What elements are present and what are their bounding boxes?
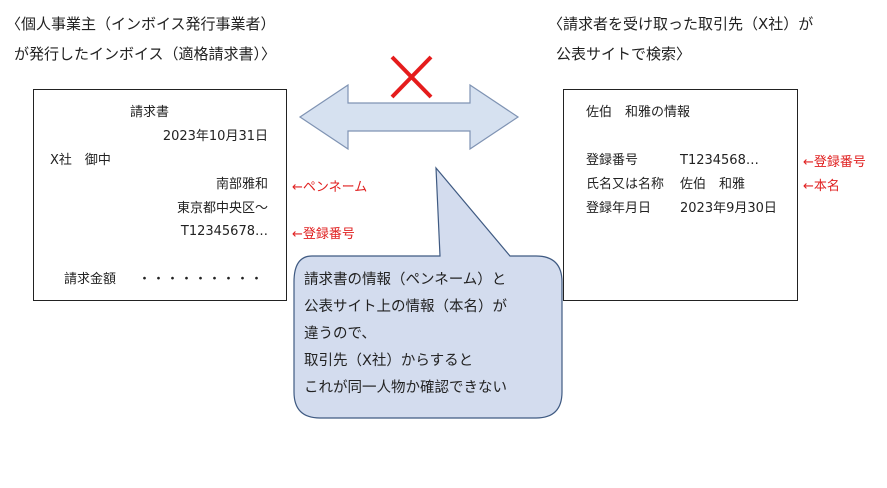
callout-text: 請求書の情報（ペンネーム）と 公表サイト上の情報（本名）が 違うので、 取引先（… xyxy=(304,267,507,402)
invoice-title: 請求書 xyxy=(130,105,170,120)
left-heading-line2: が発行したインボイス（適格請求書）〉 xyxy=(14,45,277,63)
public-info-title: 佐伯 和雅の情報 xyxy=(586,105,691,120)
public-row-value: 2023年9月30日 xyxy=(680,201,777,216)
callout-line: 取引先（X社）からすると xyxy=(304,353,474,369)
public-row-label: 氏名又は名称 xyxy=(586,177,665,192)
invoice-amount-label: 請求金額 xyxy=(64,272,117,287)
invoice-date: 2023年10月31日 xyxy=(162,129,268,144)
real-name-note: ←本名 xyxy=(803,179,840,194)
callout-bubble xyxy=(293,166,563,419)
public-row-label: 登録年月日 xyxy=(586,201,652,216)
invoice-issuer-name: 南部雅和 xyxy=(215,177,268,192)
invoice-reg-number: T12345678… xyxy=(180,224,268,239)
public-row-label: 登録番号 xyxy=(586,153,639,168)
public-row-value: 佐伯 和雅 xyxy=(680,177,746,192)
invoice-box: 請求書 2023年10月31日 X社 御中 南部雅和 東京都中央区～ T1234… xyxy=(33,89,287,301)
callout-line: 違うので、 xyxy=(304,326,376,342)
left-heading-line1: 〈個人事業主（インボイス発行事業者） xyxy=(6,15,276,33)
invoice-address: 東京都中央区～ xyxy=(176,201,268,216)
callout-line: これが同一人物か確認できない xyxy=(304,380,507,396)
right-heading-line1: 〈請求者を受け取った取引先（X社）が xyxy=(548,15,814,33)
right-heading-line2: 公表サイトで検索〉 xyxy=(556,45,692,63)
pen-name-note: ←ペンネーム xyxy=(292,180,368,195)
invoice-amount-dots: ・・・・・・・・・ xyxy=(138,272,265,287)
invoice-addressee: X社 御中 xyxy=(50,153,111,168)
double-arrow xyxy=(298,83,520,151)
public-info-box: 佐伯 和雅の情報 登録番号 T1234568… 氏名又は名称 佐伯 和雅 登録年… xyxy=(563,89,798,301)
public-reg-number-note: ←登録番号 xyxy=(803,155,866,170)
cross-icon xyxy=(390,55,433,99)
callout-line: 請求書の情報（ペンネーム）と xyxy=(304,272,507,288)
callout-line: 公表サイト上の情報（本名）が xyxy=(304,299,507,315)
public-row-value: T1234568… xyxy=(680,153,759,168)
invoice-reg-number-note: ←登録番号 xyxy=(292,227,355,242)
